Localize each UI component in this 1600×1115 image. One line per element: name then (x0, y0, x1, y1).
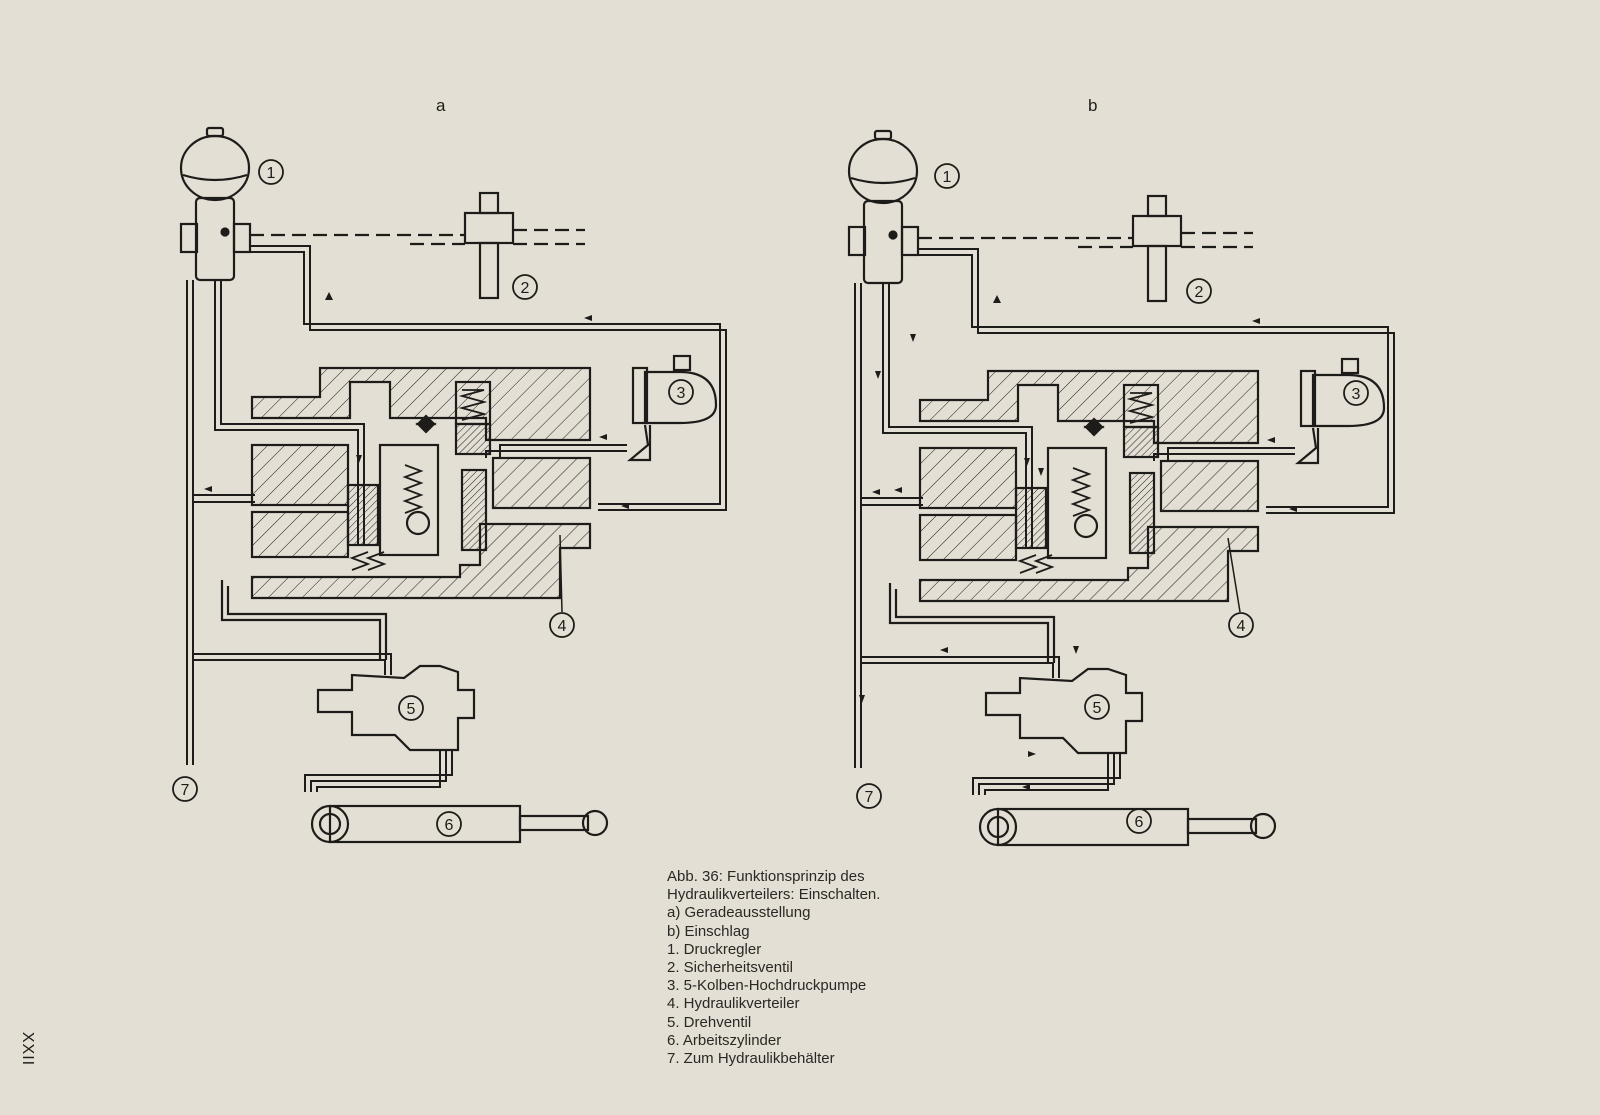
panel-label-b: b (1088, 96, 1098, 115)
caption-item: 5. Drehventil (667, 1013, 752, 1031)
page-number: XXII (19, 1031, 37, 1067)
schematic-panel-b (847, 129, 1396, 847)
caption-item: 3. 5-Kolben-Hochdruckpumpe (667, 977, 867, 995)
caption-item: b) Einschlag (667, 922, 750, 940)
callout-7-a: 7 (172, 776, 198, 802)
callout-4-a: 4 (549, 534, 575, 638)
caption-item: 7. Zum Hydraulikbehälter (667, 1050, 835, 1068)
caption-item: a) Geradeausstellung (667, 904, 811, 922)
svg-text:1: 1 (943, 169, 952, 186)
callout-7-b: 7 (856, 783, 882, 809)
callouts-panel-a: 1 2 3 4 5 6 7 (172, 159, 694, 837)
caption-item: 6. Arbeitszylinder (667, 1031, 782, 1049)
schematic-panel-a (179, 126, 728, 844)
svg-text:4: 4 (1237, 618, 1246, 635)
callout-2-b: 2 (1186, 278, 1212, 304)
callout-1-a: 1 (258, 159, 284, 185)
svg-text:6: 6 (1135, 814, 1144, 831)
svg-text:5: 5 (1093, 700, 1102, 717)
callout-5-a: 5 (398, 695, 424, 721)
callout-3-b: 3 (1343, 380, 1369, 406)
svg-text:3: 3 (677, 385, 686, 402)
caption-title-line-1: Abb. 36: Funktionsprinzip des (667, 868, 865, 885)
svg-text:7: 7 (181, 782, 190, 799)
caption-item: 1. Druckregler (667, 940, 762, 958)
callout-5-b: 5 (1084, 694, 1110, 720)
svg-text:6: 6 (445, 817, 454, 834)
callout-6-a: 6 (436, 811, 462, 837)
caption-item: 2. Sicherheitsventil (667, 959, 793, 977)
svg-text:2: 2 (521, 280, 530, 297)
callout-2-a: 2 (512, 274, 538, 300)
svg-text:1: 1 (267, 165, 276, 182)
callout-1-b: 1 (934, 163, 960, 189)
callouts-panel-b: 1 2 3 4 5 6 7 (856, 163, 1369, 834)
panel-label-a: a (436, 96, 446, 115)
callout-3-a: 3 (668, 379, 694, 405)
caption-title-line-2: Hydraulikverteilers: Einschalten. (667, 886, 881, 904)
callout-6-b: 6 (1126, 808, 1152, 834)
svg-text:4: 4 (558, 618, 567, 635)
svg-text:3: 3 (1352, 386, 1361, 403)
flow-arrows-b (859, 334, 1079, 790)
caption-item: 4. Hydraulikverteiler (667, 995, 800, 1013)
svg-text:7: 7 (865, 789, 874, 806)
svg-text:5: 5 (407, 701, 416, 718)
callout-4-b: 4 (1227, 537, 1254, 638)
svg-text:2: 2 (1195, 284, 1204, 301)
figure-caption: Abb. 36: Funktionsprinzip des Hydraulikv… (667, 868, 880, 1068)
